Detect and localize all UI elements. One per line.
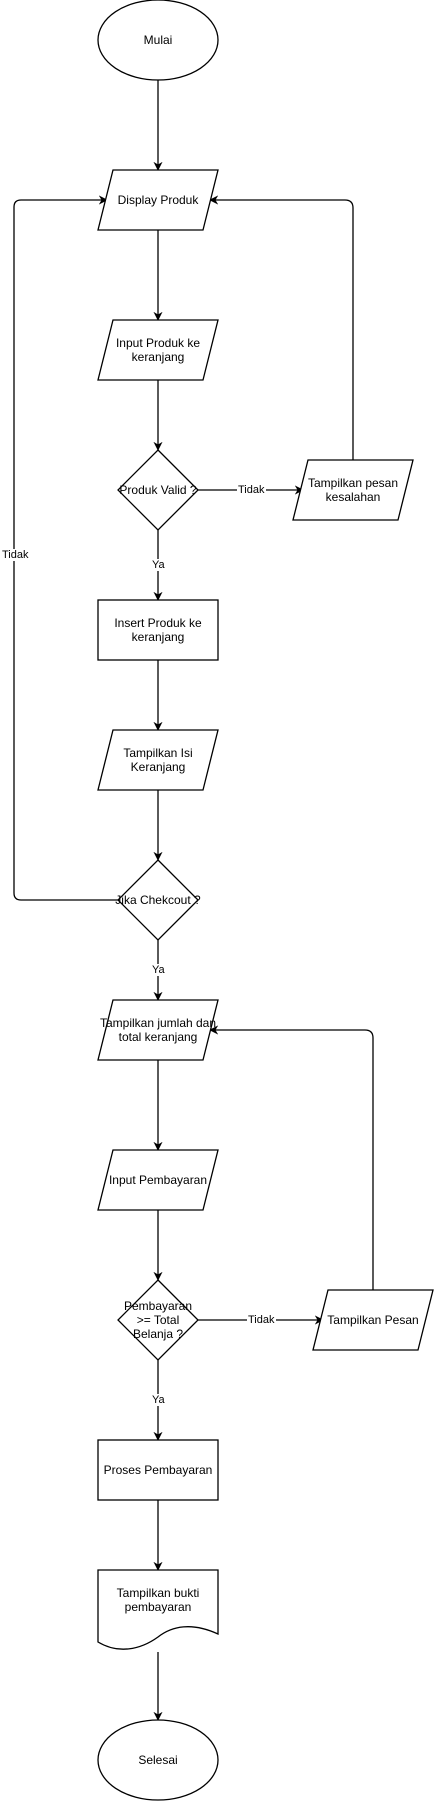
pesan-kesalahan-label: Tampilkan pesan kesalahan: [307, 476, 399, 504]
pesan-kesalahan-io: [292, 459, 414, 521]
produk-valid-label: Produk Valid ?: [119, 483, 197, 497]
edge-label-pembayaran-tidak: Tidak: [247, 1314, 276, 1326]
edge-pesan-to-display: [209, 195, 354, 460]
proses-pembayaran-process: [97, 1439, 219, 1501]
isi-keranjang-io: [97, 729, 219, 791]
edge-label-checkout-ya: Ya: [151, 964, 166, 976]
input-produk-io: [97, 319, 219, 381]
checkout-label: Jika Chekcout ?: [115, 893, 201, 907]
tampilkan-pesan-label: Tampilkan Pesan: [327, 1313, 419, 1327]
cek-pembayaran-label: Pembayaran >= Total Belanja ?: [123, 1299, 193, 1341]
input-pembayaran-label: Input Pembayaran: [108, 1173, 208, 1187]
display-produk-label: Display Produk: [117, 193, 199, 207]
insert-produk-label: Insert Produk ke keranjang: [114, 616, 202, 644]
checkout-decision: [117, 859, 199, 941]
display-produk-io: [97, 169, 219, 231]
start-label: Mulai: [143, 33, 173, 47]
edge-label-valid-tidak: Tidak: [237, 484, 266, 496]
jumlah-total-io: [97, 999, 219, 1061]
end-label: Selesai: [138, 1753, 178, 1767]
cek-pembayaran-decision: [117, 1279, 199, 1361]
edge-label-pembayaran-ya: Ya: [151, 1394, 166, 1406]
edge-label-valid-ya: Ya: [151, 559, 166, 571]
end-terminal: [97, 1719, 219, 1801]
proses-pembayaran-label: Proses Pembayaran: [103, 1463, 213, 1477]
jumlah-total-label: Tampilkan jumlah dan total keranjang: [99, 1016, 217, 1044]
edge-pesan-to-jumlah: [209, 1025, 374, 1290]
bukti-pembayaran-label: Tampilkan bukti pembayaran: [116, 1586, 200, 1614]
insert-produk-process: [97, 599, 219, 661]
edge-label-checkout-tidak: Tidak: [1, 549, 30, 561]
edge-checkout-tidak-to-display: [13, 195, 118, 901]
tampilkan-pesan-io: [312, 1289, 434, 1351]
input-pembayaran-io: [97, 1149, 219, 1211]
input-produk-label: Input Produk ke keranjang: [115, 336, 201, 364]
bukti-pembayaran-document: [97, 1569, 219, 1650]
produk-valid-decision: [117, 449, 199, 531]
start-terminal: [97, 0, 219, 81]
isi-keranjang-label: Tampilkan Isi Keranjang: [123, 746, 193, 774]
